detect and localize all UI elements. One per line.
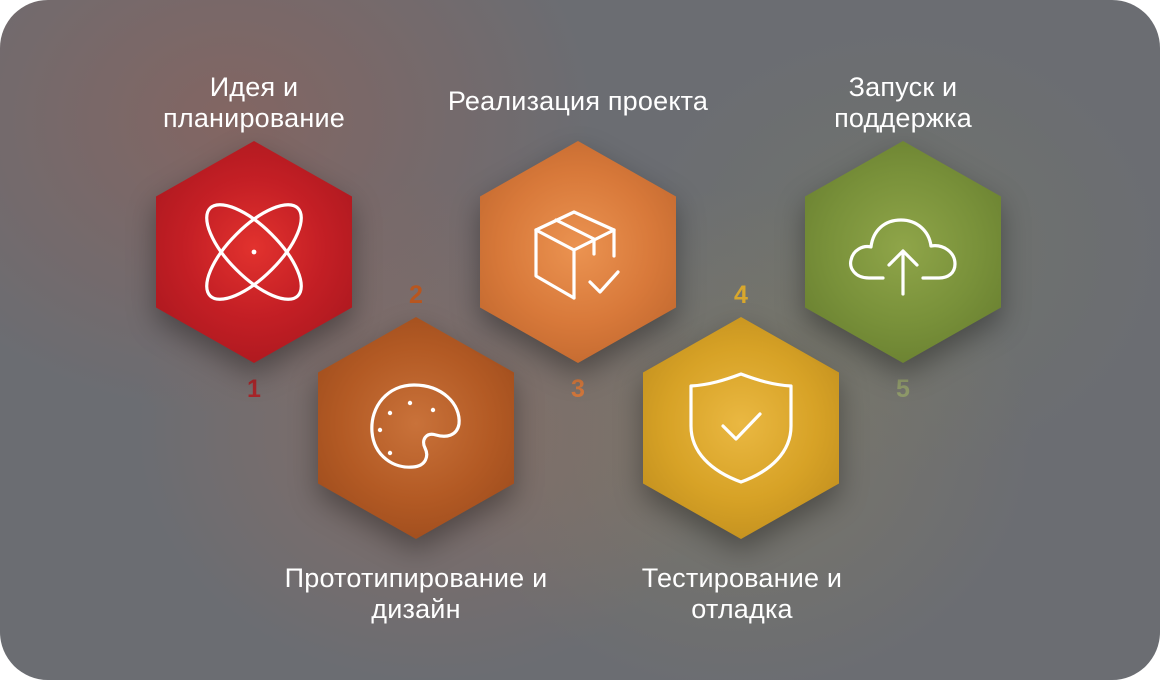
step-4-label: Тестирование и отладка [641,563,843,624]
step-3-hexagon [480,141,676,363]
step-1-hexagon [156,141,352,363]
step-2-number: 2 [409,281,423,309]
step-5-label: Запуск и поддержка [834,72,972,133]
step-5-hexagon [805,141,1001,363]
atom-icon [205,203,303,301]
palette-icon [370,383,461,469]
step-4-number: 4 [734,281,748,309]
step-2-label: Прототипирование и дизайн [284,563,548,624]
step-2-hexagon [318,317,514,539]
step-3-number: 3 [571,375,585,403]
step-5-number: 5 [896,375,910,403]
step-3-label: Реализация проекта [447,86,709,116]
step-1-number: 1 [247,375,261,403]
step-4-hexagon [643,317,839,539]
cloud-upload-icon [849,218,957,296]
box-check-icon [534,210,620,300]
shield-check-icon [689,372,793,484]
step-1-label: Идея и планирование [163,72,345,133]
